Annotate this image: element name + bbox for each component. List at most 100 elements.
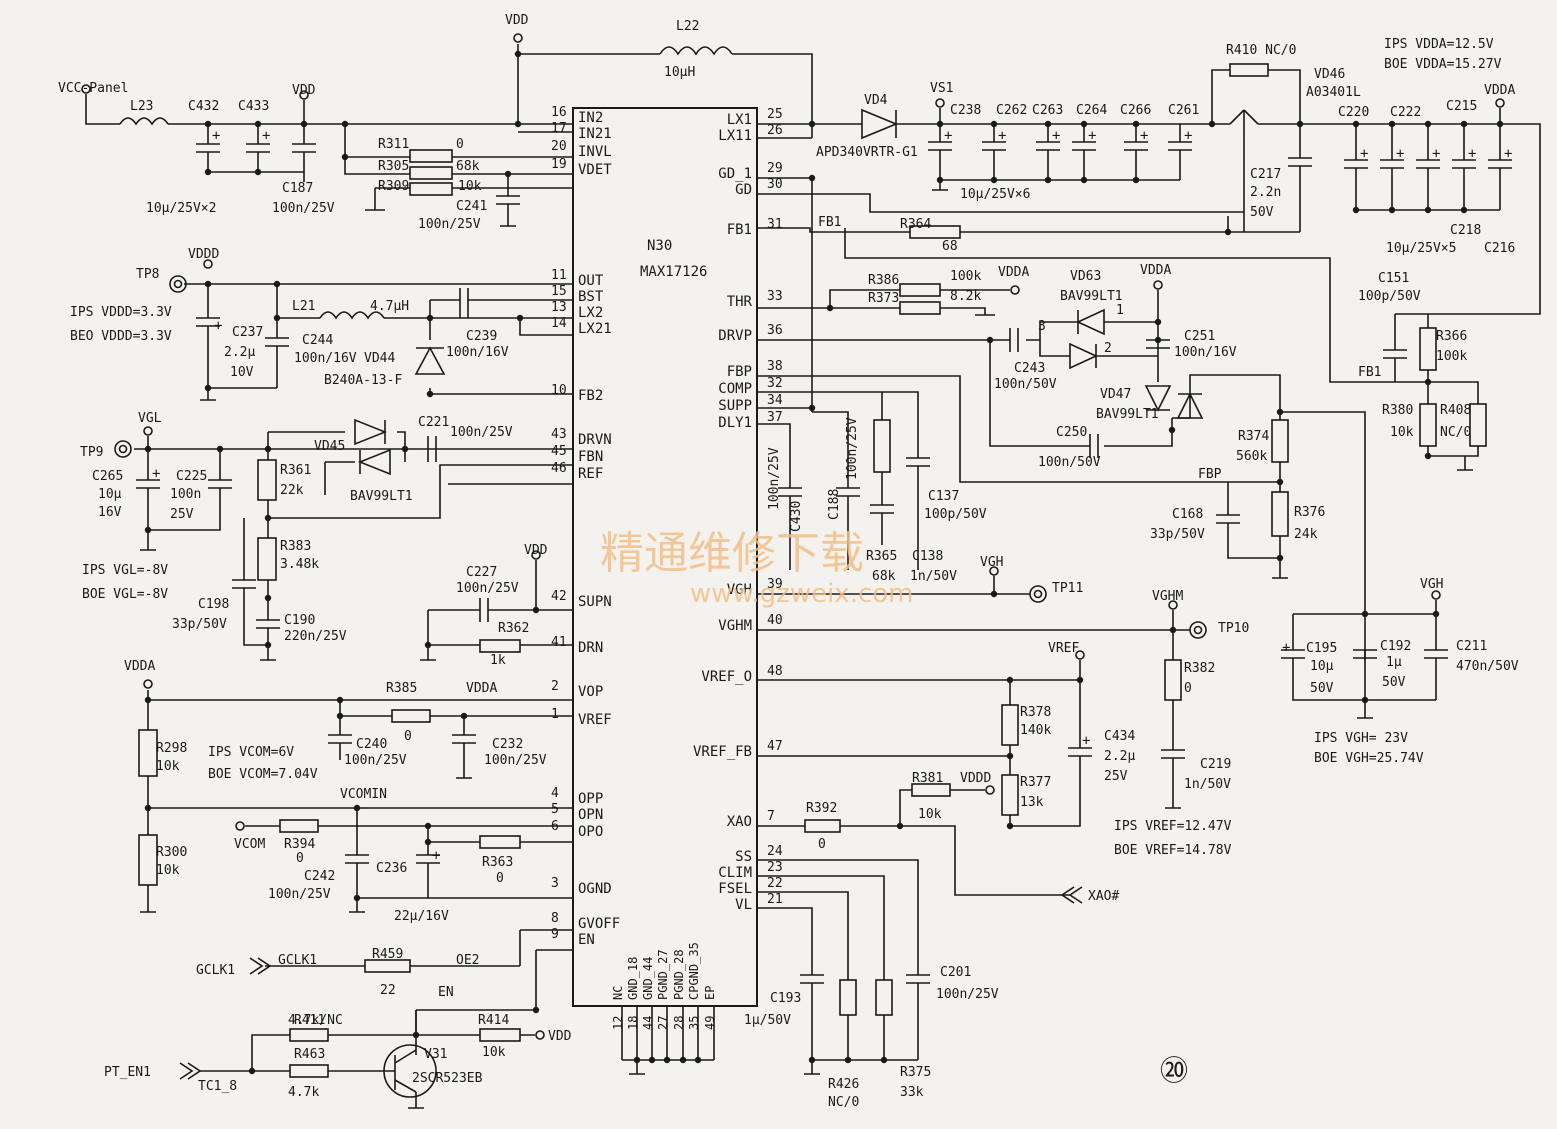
pin-name-dly1: DLY1	[718, 415, 752, 431]
pin-name-pgnd_27: PGND_27	[656, 949, 670, 1000]
label-tp11: TP11	[1052, 581, 1083, 596]
resistor-body	[138, 834, 158, 886]
junction-dot	[1154, 336, 1162, 344]
pin-num-19: 19	[551, 157, 567, 172]
junction-dot	[336, 696, 344, 704]
junction-dot	[826, 304, 834, 312]
pin-num-31: 31	[767, 217, 783, 232]
label-fb1: FB1	[818, 215, 841, 230]
pin-name-en: EN	[578, 932, 595, 948]
junction-dot	[504, 170, 512, 178]
label-boe-vref: BOE VREF=14.78V	[1114, 843, 1232, 858]
label-c218: C218	[1450, 223, 1481, 238]
junction-dot	[1132, 120, 1140, 128]
label-c217v1: 2.2n	[1250, 185, 1281, 200]
tp11-icon	[1029, 585, 1047, 603]
pin-name-gnd_18: GND_18	[626, 957, 640, 1000]
label-r364: R364	[900, 217, 931, 232]
label-r374v: 560k	[1236, 449, 1267, 464]
components: +++ +++ +++ +++ +++ +++	[81, 33, 1512, 1098]
fb1-divider	[1427, 314, 1479, 471]
pin-num-23: 23	[767, 860, 783, 875]
svg-text:+: +	[1468, 146, 1476, 162]
pin-num-18: 18	[626, 1016, 640, 1030]
pin-name-lx2: LX2	[578, 305, 603, 321]
pin-name-opo: OPO	[578, 824, 603, 840]
pin-name-lx1: LX1	[727, 112, 752, 128]
label-tp8: TP8	[136, 267, 159, 282]
junction-dot	[808, 404, 816, 412]
label-c193v: 1μ/50V	[744, 1013, 791, 1028]
label-c238: C238	[950, 103, 981, 118]
junction-dots	[144, 50, 1504, 1075]
pin-name-cpgnd_35: CPGND_35	[687, 942, 701, 1000]
chip-ref: N30	[647, 238, 672, 254]
label-r386v: 100k	[950, 269, 981, 284]
junction-dot	[694, 1056, 702, 1064]
svg-text:+: +	[1432, 146, 1440, 162]
junction-dot	[254, 168, 262, 176]
junction-dot	[1352, 206, 1360, 214]
label-c239v: 100n/16V	[446, 345, 509, 360]
junction-dot	[1424, 120, 1432, 128]
pin-num-48: 48	[767, 664, 783, 679]
svg-text:+: +	[1184, 128, 1192, 144]
label-c216: C216	[1484, 241, 1515, 256]
pin-num-5: 5	[551, 802, 559, 817]
pin-name-ref: REF	[578, 466, 603, 482]
label-c137: C137	[928, 489, 959, 504]
label-c434v1: 2.2μ	[1104, 749, 1135, 764]
label-r366v: 100k	[1436, 349, 1467, 364]
label-r383v: 3.48k	[280, 557, 319, 572]
pin-name-clim: CLIM	[718, 865, 752, 881]
label-l22: L22	[676, 19, 699, 34]
pin-name-in2: IN2	[578, 110, 603, 126]
label-pt-en1: PT_EN1	[104, 1065, 151, 1080]
junction-dot	[336, 712, 344, 720]
label-ips-vref: IPS VREF=12.47V	[1114, 819, 1232, 834]
resistor-body	[1419, 327, 1437, 371]
label-r378v: 140k	[1020, 723, 1051, 738]
label-c262: C262	[996, 103, 1027, 118]
label-r298: R298	[156, 741, 187, 756]
label-r392: R392	[806, 801, 837, 816]
pin-num-39: 39	[767, 577, 783, 592]
label-c243: C243	[1014, 361, 1045, 376]
pin-name-lx11: LX11	[718, 128, 752, 144]
label-c217: C217	[1250, 167, 1281, 182]
pin-name-supn: SUPN	[578, 594, 612, 610]
pin-name-gvoff: GVOFF	[578, 916, 620, 932]
label-r375v: 33k	[900, 1085, 924, 1100]
svg-text:+: +	[262, 128, 270, 144]
resistor-body	[873, 419, 891, 473]
label-r426: R426	[828, 1077, 859, 1092]
cap-c243	[1009, 328, 1019, 352]
junction-dot	[1388, 206, 1396, 214]
label-tp10: TP10	[1218, 621, 1249, 636]
label-c220: C220	[1338, 105, 1369, 120]
junction-dot	[264, 445, 272, 453]
svg-text:+: +	[1360, 146, 1368, 162]
junction-dot	[204, 120, 212, 128]
pin-name-comp: COMP	[718, 381, 752, 397]
pin-num-13: 13	[551, 300, 567, 315]
resistor-body	[911, 783, 951, 797]
pin-num-1: 1	[551, 707, 559, 722]
label-r361: R361	[280, 463, 311, 478]
label-c265: C265	[92, 469, 123, 484]
label-c187: C187	[282, 181, 313, 196]
junction-dot	[1296, 120, 1304, 128]
pin-num-22: 22	[767, 876, 783, 891]
junction-dot	[1424, 378, 1432, 386]
pin-name-drn: DRN	[578, 640, 603, 656]
junction-dot	[1006, 676, 1014, 684]
label-r311: R311	[378, 137, 409, 152]
label-c236v: 22μ/16V	[394, 909, 449, 924]
pin-name-nc: NC	[611, 986, 625, 1000]
resistor-body	[479, 1028, 521, 1042]
label-vd4: VD4	[864, 93, 888, 108]
label-c193: C193	[770, 991, 801, 1006]
watermark-url: www.gzweix.com	[690, 579, 914, 609]
